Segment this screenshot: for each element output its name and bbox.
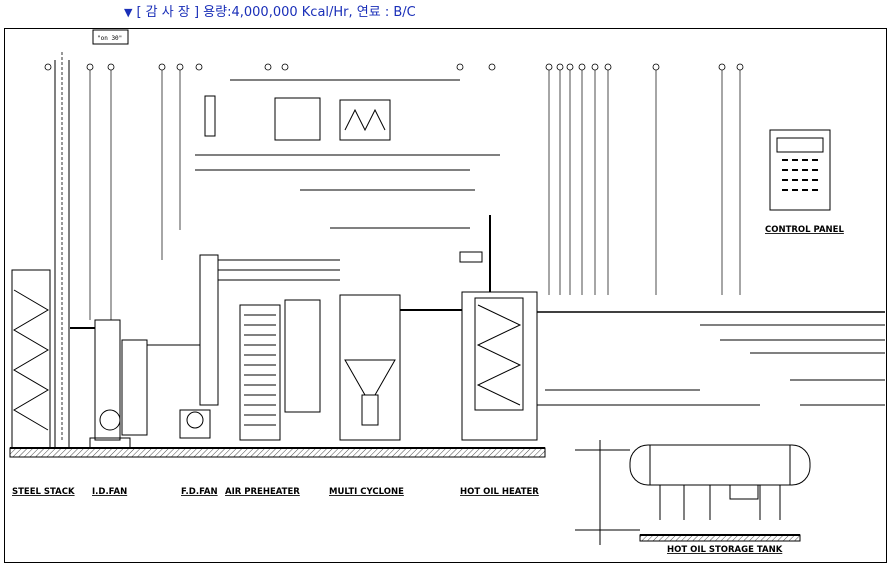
control-panel <box>769 129 831 211</box>
hot-oil-storage-tank <box>575 440 811 545</box>
label-air-preheater: AIR PREHEATER <box>225 487 300 497</box>
oil-headers <box>537 311 885 406</box>
caption-triangle-icon: ▼ <box>124 6 133 19</box>
caption-capacity: 용량:4,000,000 Kcal/Hr, 연료 : B/C <box>203 5 416 20</box>
label-control-panel: CONTROL PANEL <box>765 225 844 235</box>
fd-fan <box>179 254 219 439</box>
drawing-frame <box>4 28 887 563</box>
label-hot-oil-heater: HOT OIL HEATER <box>460 487 539 497</box>
title-tag: "on 30" <box>97 35 122 42</box>
ground-hatch <box>9 447 546 458</box>
multi-cyclone <box>339 294 462 441</box>
drawing-caption: ▼[ 감 사 장 ] 용량:4,000,000 Kcal/Hr, 연료 : B/… <box>124 4 416 22</box>
label-hot-oil-storage-tank: HOT OIL STORAGE TANK <box>667 545 783 555</box>
caption-title: [ 감 사 장 ] <box>136 5 200 20</box>
instrument-bubbles <box>44 63 744 71</box>
burner-fuel-train <box>195 79 500 229</box>
id-fan <box>70 319 200 449</box>
label-steel-stack: STEEL STACK <box>12 487 75 497</box>
hot-oil-heater <box>459 215 538 441</box>
steel-stack <box>11 52 70 449</box>
label-id-fan: I.D.FAN <box>92 487 127 497</box>
title-tag-box <box>92 29 129 45</box>
label-multi-cyclone: MULTI CYCLONE <box>329 487 404 497</box>
air-preheater <box>218 259 340 441</box>
label-fd-fan: F.D.FAN <box>181 487 218 497</box>
instrument-leaders <box>89 70 741 320</box>
